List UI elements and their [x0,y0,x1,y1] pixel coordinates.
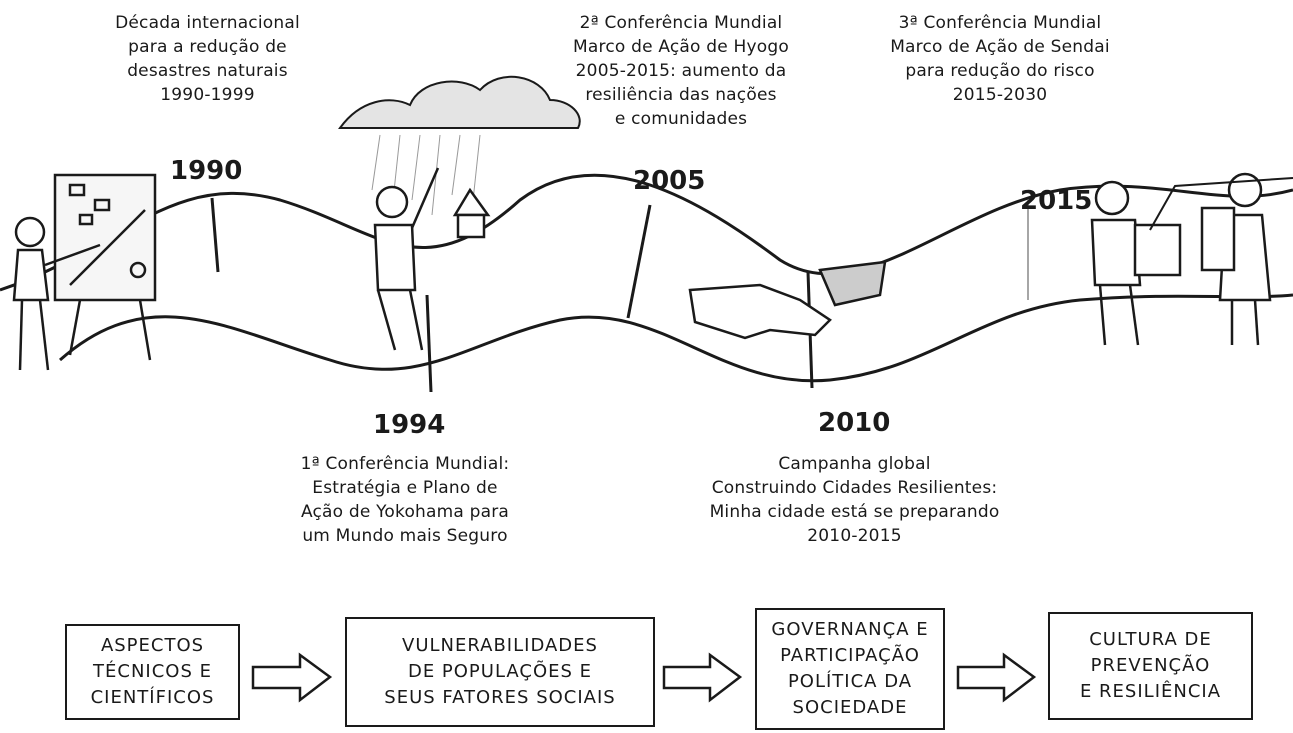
divider-1990 [210,197,220,273]
divider-2005 [626,204,652,319]
flow-box-governance: GOVERNANÇA E PARTICIPAÇÃO POLÍTICA DA SO… [755,608,945,730]
flow-arrow-2 [662,652,743,703]
puzzle-people-illustration [1090,172,1272,346]
flow-box-prevention-culture: CULTURA DE PREVENÇÃO E RESILIÊNCIA [1048,612,1253,720]
flow-arrows [251,652,1037,703]
event-2010-text: Campanha global Construindo Cidades Resi… [709,454,1000,546]
flow-box-vulnerabilities: VULNERABILIDADES DE POPULAÇÕES E SEUS FA… [345,617,655,727]
year-2010: 2010 [818,408,891,438]
timeline-road-top [0,173,1293,292]
flow-arrow-1 [251,652,333,703]
year-2015: 2015 [1020,186,1093,216]
speech-bubble-tail [1149,177,1293,231]
event-1994-text: 1ª Conferência Mundial: Estratégia e Pla… [300,454,510,546]
event-1990-text: Década internacional para a redução de d… [115,13,300,105]
man-in-rain-illustration [373,167,491,351]
divider-1994 [425,294,433,393]
handshake-illustration [688,260,887,340]
presenter-flipchart-illustration [12,173,157,371]
flow-box-technical-scientific: ASPECTOS TÉCNICOS E CIENTÍFICOS [65,624,240,720]
event-2005-text: 2ª Conferência Mundial Marco de Ação de … [573,13,789,129]
event-2015-text: 3ª Conferência Mundial Marco de Ação de … [890,13,1110,105]
rain-cloud-illustration [338,75,581,129]
year-2005: 2005 [633,166,706,196]
year-1994: 1994 [373,410,446,440]
year-1990: 1990 [170,156,243,186]
flow-arrow-3 [956,652,1037,703]
timeline-road-bottom [59,293,1293,383]
